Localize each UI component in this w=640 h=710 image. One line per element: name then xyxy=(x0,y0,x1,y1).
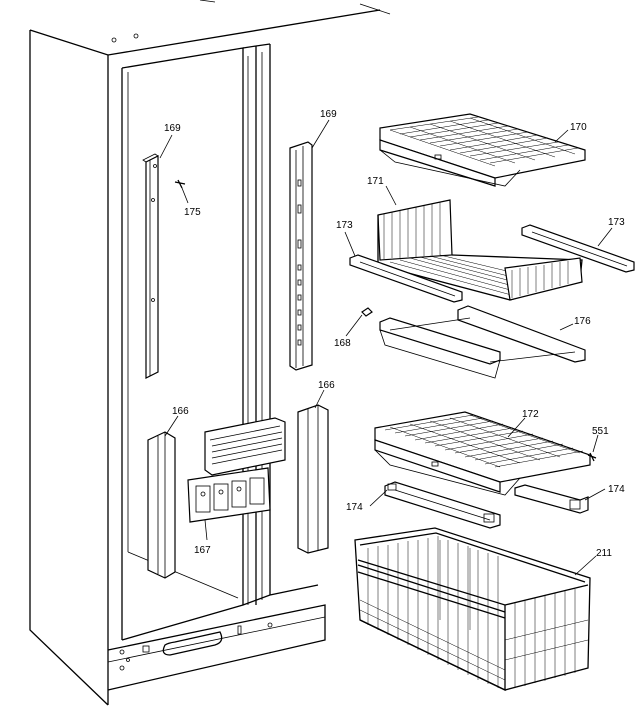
side-panel-left xyxy=(147,431,176,579)
callout-166-right: 166 xyxy=(318,380,335,391)
callout-169-left: 169 xyxy=(164,123,181,134)
wire-shelf-top xyxy=(379,113,586,187)
refrigerator-cabinet xyxy=(29,0,391,706)
callout-labels: 169 175 169 170 171 173 173 176 168 166 … xyxy=(164,109,625,559)
callout-174-right: 174 xyxy=(608,484,625,495)
callout-551: 551 xyxy=(592,426,609,437)
callout-168: 168 xyxy=(334,338,351,349)
callout-173-left: 173 xyxy=(336,220,353,231)
retainer-clip xyxy=(361,307,373,317)
wire-basket-upper xyxy=(377,199,583,301)
shelf-frame xyxy=(379,305,586,379)
shelf-rail-left xyxy=(142,153,159,379)
wire-shelf-lower xyxy=(374,411,591,496)
callout-166-left: 166 xyxy=(172,406,189,417)
screw xyxy=(174,179,186,189)
wire-basket-lower xyxy=(354,527,591,692)
callout-174-left: 174 xyxy=(346,502,363,513)
callout-173-right: 173 xyxy=(608,217,625,228)
shelf-rail-right xyxy=(289,141,313,371)
basket-slide-left xyxy=(349,254,463,303)
callout-171: 171 xyxy=(367,176,384,187)
callout-169-right: 169 xyxy=(320,109,337,120)
callout-172: 172 xyxy=(522,409,539,420)
control-housing xyxy=(187,417,286,523)
callout-167: 167 xyxy=(194,545,211,556)
drawer-slide-right xyxy=(514,484,589,514)
screw xyxy=(587,452,597,462)
callout-176: 176 xyxy=(574,316,591,327)
leader-lines xyxy=(159,119,613,576)
side-panel-right xyxy=(297,404,329,554)
callout-211: 211 xyxy=(596,548,612,559)
callout-175: 175 xyxy=(184,207,201,218)
callout-170: 170 xyxy=(570,122,587,133)
drawer-slide-left xyxy=(384,481,501,529)
basket-slide-right xyxy=(521,224,635,273)
